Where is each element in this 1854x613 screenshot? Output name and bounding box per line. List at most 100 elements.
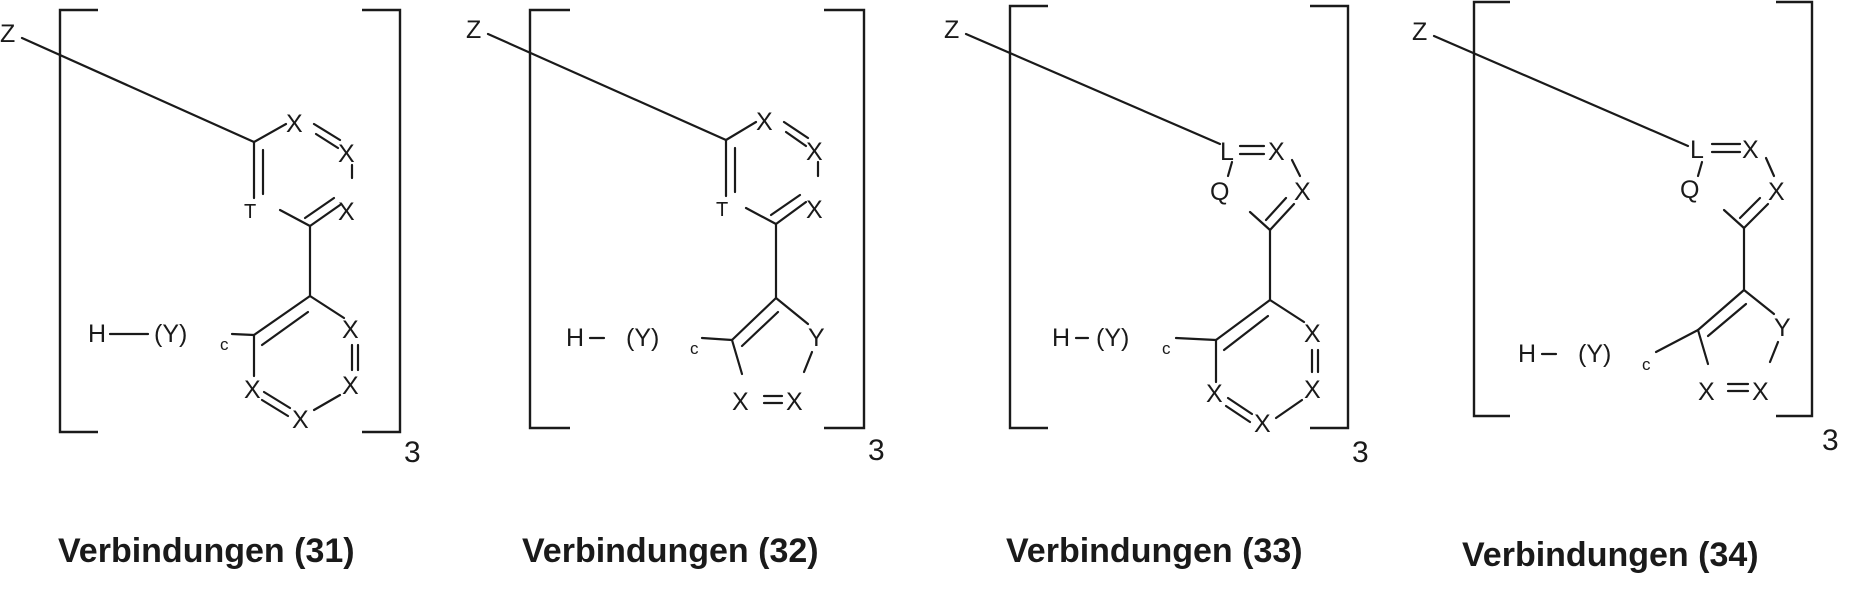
atom-x: X [292, 406, 309, 434]
atom-x: X [338, 140, 355, 168]
subscript-c: c [690, 339, 699, 358]
multiplier: 3 [1822, 424, 1839, 457]
double-bond [771, 195, 800, 215]
double-bond [305, 198, 334, 218]
atom-x: X [1254, 410, 1271, 438]
atom-x: X [1294, 178, 1311, 206]
atom-l: L [1220, 138, 1234, 166]
caption: Verbindungen (32) [522, 532, 819, 570]
atom-x: X [1304, 320, 1321, 348]
atom-x: X [1752, 378, 1769, 406]
atom-x: X [1768, 178, 1785, 206]
double-bond [310, 205, 340, 226]
atom-x: X [732, 388, 749, 416]
bond-z-link [966, 34, 1220, 144]
atom-x: X [286, 110, 303, 138]
bracket-left [1010, 6, 1048, 428]
atom-z: Z [944, 16, 959, 44]
atom-h: H [1052, 324, 1070, 352]
atom-x: X [338, 198, 355, 226]
group-y: (Y) [154, 320, 187, 348]
atom-t: T [244, 201, 256, 223]
atom-l: L [1690, 136, 1704, 164]
atom-h: H [88, 320, 106, 348]
bond-z-link [488, 34, 726, 140]
bond [1698, 162, 1702, 176]
bond [1770, 342, 1778, 362]
caption: Verbindungen (34) [1462, 536, 1759, 574]
bond [1724, 210, 1744, 228]
compound-31: 3 Z X X X T X X X X H (Y) c [0, 10, 421, 570]
caption: Verbindungen (31) [58, 532, 355, 570]
bracket-right [362, 10, 400, 432]
bond [1276, 400, 1302, 418]
atom-z: Z [0, 20, 15, 48]
multiplier: 3 [404, 436, 421, 469]
atom-x: X [342, 316, 359, 344]
bond-yc-ring [702, 338, 732, 340]
compound-34: 3 Z L X Q X Y X X H (Y) c Verbindungen (… [1412, 2, 1839, 574]
atom-x: X [806, 138, 823, 166]
bond [732, 340, 742, 374]
atom-x: X [244, 376, 261, 404]
double-bond [784, 122, 808, 138]
bracket-left [530, 10, 570, 428]
atom-y: Y [1774, 314, 1791, 342]
atom-x: X [806, 196, 823, 224]
compound-33: 3 Z L X Q X X X X X H (Y) c [944, 6, 1369, 570]
bond [1250, 212, 1270, 230]
bond [254, 124, 286, 142]
double-bond [314, 124, 340, 140]
double-bond [1228, 398, 1252, 414]
bond [1766, 158, 1774, 176]
bond [776, 298, 808, 324]
atom-x: X [1304, 376, 1321, 404]
compound-32: 3 Z X X X T Y X X H (Y) c Verbin [466, 10, 885, 570]
double-bond [776, 202, 806, 224]
caption: Verbindungen (33) [1006, 532, 1303, 570]
atom-h: H [566, 324, 584, 352]
bond-z-link [1434, 36, 1688, 146]
subscript-c: c [1642, 355, 1651, 374]
atom-x: X [342, 372, 359, 400]
double-bond [1224, 316, 1268, 350]
bracket-left [1474, 2, 1510, 416]
atom-x: X [786, 388, 803, 416]
bracket-right [824, 10, 864, 428]
bond [746, 208, 776, 224]
bond [314, 395, 340, 410]
atom-x: X [1206, 380, 1223, 408]
atom-x: X [1742, 136, 1759, 164]
bond [1292, 160, 1300, 176]
atom-t: T [716, 199, 728, 221]
atom-x: X [1698, 378, 1715, 406]
multiplier: 3 [1352, 436, 1369, 469]
atom-h: H [1518, 340, 1536, 368]
bond-z-link [22, 38, 254, 142]
bond-yc-ring [232, 334, 254, 335]
double-bond [262, 400, 288, 416]
group-y: (Y) [1096, 324, 1129, 352]
bracket-right [1776, 2, 1812, 416]
bracket-left [60, 10, 98, 432]
atom-z: Z [466, 16, 481, 44]
atom-x: X [1268, 138, 1285, 166]
bond [1744, 290, 1774, 314]
atom-q: Q [1210, 178, 1229, 206]
bond-yc-ring [1656, 330, 1698, 352]
atom-z: Z [1412, 18, 1427, 46]
bracket-right [1310, 6, 1348, 428]
multiplier: 3 [868, 434, 885, 467]
atom-q: Q [1680, 176, 1699, 204]
atom-x: X [756, 108, 773, 136]
bond-yc-ring [1176, 338, 1216, 340]
group-y: (Y) [1578, 340, 1611, 368]
double-bond [1744, 204, 1768, 228]
double-bond [1708, 304, 1746, 336]
double-bond [1270, 204, 1294, 230]
double-bond [264, 392, 290, 408]
double-bond [262, 312, 308, 345]
subscript-c: c [220, 335, 229, 354]
group-y: (Y) [626, 324, 659, 352]
